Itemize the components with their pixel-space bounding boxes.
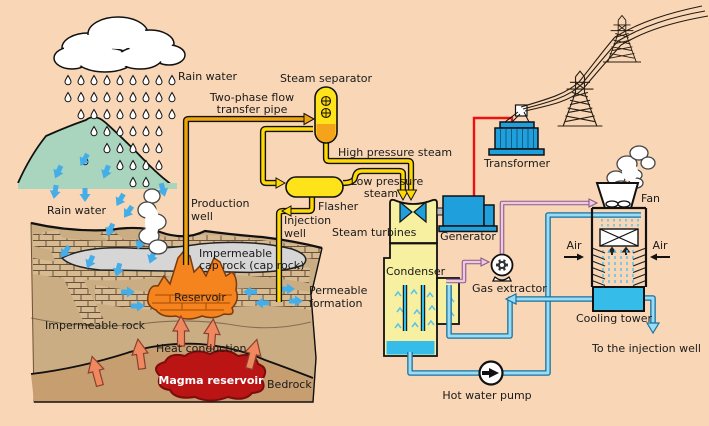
label-cooling-tower: Cooling tower xyxy=(576,312,653,325)
transformer-unit xyxy=(488,104,545,156)
transmission-lines xyxy=(520,5,709,112)
label-magma-reservoir: Magma reservoir xyxy=(158,374,264,387)
cooling-tower-basin xyxy=(592,286,645,312)
magma-reservoir-blob xyxy=(155,349,267,402)
pylon-near xyxy=(557,70,603,127)
ground-surface-line xyxy=(30,221,323,250)
label-two-phase-1: Two-phase flow xyxy=(209,91,294,104)
hp-steam-arrow xyxy=(404,189,418,202)
label-injection-well-1: Injection xyxy=(284,214,331,227)
label-condenser: Condenser xyxy=(386,265,446,278)
label-bedrock: Bedrock xyxy=(267,378,312,391)
gas-extractor-unit xyxy=(490,253,514,282)
label-high-pressure-steam: High pressure steam xyxy=(338,146,452,159)
air-flow-arrows xyxy=(564,253,670,261)
rain-cloud xyxy=(53,16,186,73)
turbine-shaft xyxy=(436,207,444,216)
label-steam-separator: Steam separator xyxy=(280,72,373,85)
cold-water-return-pipe xyxy=(446,285,593,339)
label-low-pressure-2: steam xyxy=(364,187,398,200)
production-well-pipe xyxy=(182,112,316,265)
label-heat-conduction: Heat conduction xyxy=(156,342,246,355)
label-fan: Fan xyxy=(641,192,660,205)
condenser-unit xyxy=(383,242,460,357)
label-steam-turbines: Steam turbines xyxy=(332,226,417,239)
separator-water-pipe xyxy=(259,125,313,189)
label-cap-rock-1: Impermeable xyxy=(199,247,272,260)
label-generator: Generator xyxy=(440,230,496,243)
label-production-well-2: well xyxy=(191,210,213,223)
two-phase-arrow xyxy=(303,112,316,126)
hot-water-pipe xyxy=(407,212,641,376)
louvers xyxy=(591,247,647,287)
label-production-well-1: Production xyxy=(191,197,250,210)
reservoir-zone xyxy=(146,251,239,320)
label-low-pressure-1: Low pressure xyxy=(351,175,424,188)
high-pressure-steam-pipe xyxy=(322,142,415,190)
label-hot-water-pump: Hot water pump xyxy=(442,389,531,402)
injection-discharge-pipe xyxy=(643,295,661,335)
injection-well-pipe xyxy=(275,196,316,302)
diagram-labels: Rain water Two-phase flow transfer pipe … xyxy=(45,70,701,402)
mountain xyxy=(17,116,177,189)
label-two-phase-2: transfer pipe xyxy=(217,103,288,116)
flasher-vessel xyxy=(285,176,344,198)
fan-blade-icon xyxy=(617,200,631,208)
pump-arrow-icon xyxy=(482,368,499,378)
falling-water xyxy=(602,250,634,283)
label-reservoir: Reservoir xyxy=(174,291,226,304)
tower-walls xyxy=(590,206,648,287)
label-impermeable-rock: Impermeable rock xyxy=(45,319,146,332)
label-permeable-1: Permeable xyxy=(309,284,368,297)
condenser-water xyxy=(386,341,435,355)
generator-unit xyxy=(438,195,498,233)
fumarole-steam xyxy=(137,188,168,255)
cooling-tower-unit xyxy=(564,145,670,312)
label-flasher: Flasher xyxy=(318,200,359,213)
label-air-left: Air xyxy=(566,239,582,252)
gas-pipes xyxy=(446,198,599,284)
separator-water-level xyxy=(316,124,336,142)
label-gas-extractor: Gas extractor xyxy=(472,282,547,295)
label-injection-well-2: well xyxy=(284,227,306,240)
hot-water-pump-unit xyxy=(478,360,504,386)
label-air-right: Air xyxy=(652,239,668,252)
label-to-injection-well: To the injection well xyxy=(591,342,701,355)
label-rain-water-cloud: Rain water xyxy=(178,70,237,83)
label-rain-water-ground: Rain water xyxy=(47,204,106,217)
label-cap-rock-2: cap rock (cap rock) xyxy=(199,259,304,272)
label-permeable-2: formation xyxy=(309,297,362,310)
steam-turbine-unit xyxy=(389,189,438,244)
label-transformer: Transformer xyxy=(483,157,550,170)
lp-steam-arrow xyxy=(396,189,410,202)
low-pressure-steam-pipe xyxy=(342,167,407,190)
steam-separator xyxy=(314,86,338,144)
spray-nozzles xyxy=(601,219,639,227)
fan-blade-icon xyxy=(605,200,619,208)
